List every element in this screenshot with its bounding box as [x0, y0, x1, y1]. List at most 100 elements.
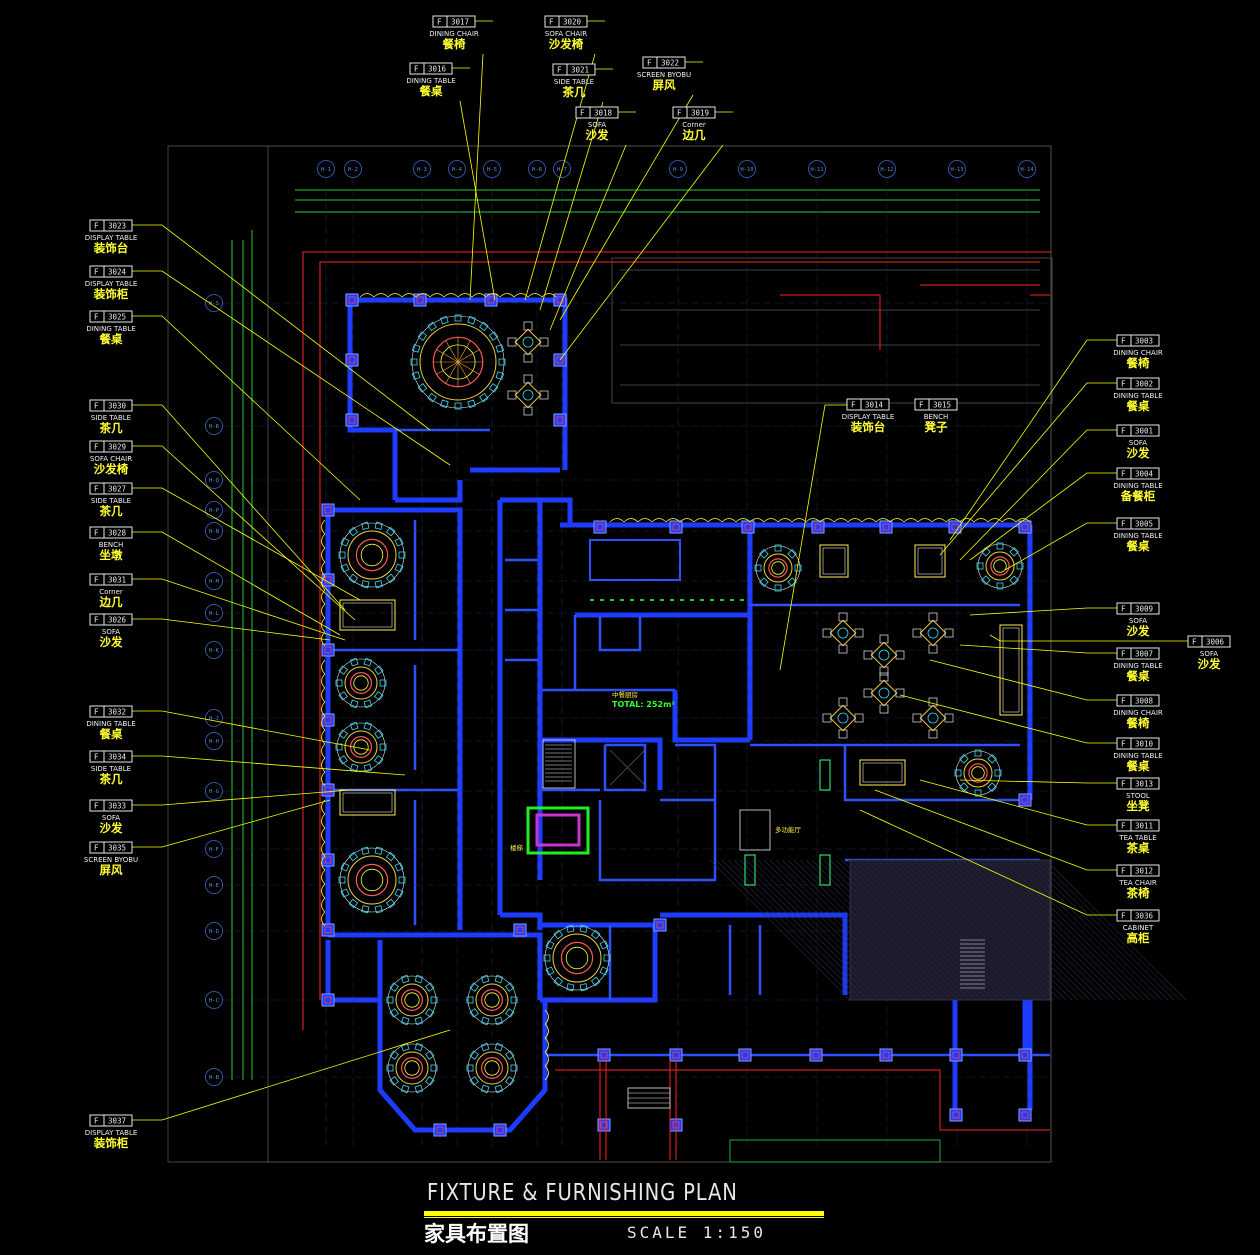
callout-en: DINING CHAIR	[1113, 349, 1163, 357]
callout-code: 3028	[108, 529, 127, 538]
round-table	[466, 1042, 518, 1094]
callout-prefix: F	[94, 616, 99, 625]
callout-code: 3022	[661, 59, 679, 68]
grid-label: H-H	[209, 739, 219, 745]
callout-en: DISPLAY TABLE	[842, 413, 895, 421]
grid-bubble	[205, 1068, 223, 1086]
column-pad	[321, 503, 335, 517]
grid-bubble	[553, 160, 571, 178]
callout-en: SOFA	[102, 628, 120, 636]
plan-title-en: FIXTURE & FURNISHING PLAN	[427, 1180, 738, 1206]
callout-prefix: F	[94, 802, 99, 811]
grid-label: H-6	[532, 167, 542, 173]
square-table-set	[912, 612, 954, 654]
callout-en: SCREEN BYOBU	[637, 71, 691, 79]
callout-code: 3005	[1135, 520, 1153, 529]
dimension-lines-top	[295, 189, 1040, 213]
callout-zh: 凳子	[925, 420, 948, 434]
sofa-outline	[819, 544, 849, 578]
callout-zh: 茶椅	[1126, 886, 1150, 900]
callout-zh: 高柜	[1127, 931, 1150, 945]
callout-en: CABINET	[1123, 924, 1154, 932]
callout-prefix: F	[1121, 822, 1126, 831]
grid-label: H-S	[209, 301, 219, 307]
callout-en: SOFA	[1129, 439, 1147, 447]
callout-code: 3012	[1135, 867, 1153, 876]
callout-en: SIDE TABLE	[554, 78, 594, 86]
column-pad	[1018, 1108, 1032, 1122]
dimension-lines-left	[231, 230, 253, 1080]
column-pad	[1018, 1048, 1032, 1062]
column-pad	[669, 1048, 683, 1062]
callout-en: DINING CHAIR	[429, 30, 479, 38]
callout-en: SOFA	[588, 121, 606, 129]
callout-en: SOFA CHAIR	[90, 455, 132, 463]
grid-bubble	[669, 160, 687, 178]
callout-zh: 沙发	[586, 128, 609, 142]
column-pad	[811, 520, 825, 534]
callout-code: 3017	[451, 18, 469, 27]
callout-code: 3013	[1135, 780, 1153, 789]
callout-code: 3004	[1135, 470, 1154, 479]
callout-prefix: F	[1121, 867, 1126, 876]
column-pad	[879, 520, 893, 534]
round-table	[466, 974, 518, 1026]
callout-en: SOFA	[1200, 650, 1218, 658]
grid-bubbles-left: H-SH-RH-QH-PH-NH-MH-LH-KH-JH-HH-GH-FH-EH…	[205, 294, 223, 1086]
grid-bubble	[948, 160, 966, 178]
callout-en: Corner	[99, 588, 123, 596]
callout-code: 3031	[108, 576, 126, 585]
callout-zh: 沙发	[100, 635, 123, 649]
square-table-set	[863, 672, 905, 714]
grid-bubble	[205, 522, 223, 540]
square-table-set	[822, 612, 864, 654]
callout-code: 3010	[1135, 740, 1154, 749]
structural-columns	[321, 293, 1032, 1137]
grid-label: H-R	[209, 424, 220, 430]
callout-zh: 屏风	[100, 863, 123, 877]
callout-en: SIDE TABLE	[91, 414, 131, 422]
grid-bubble	[205, 922, 223, 940]
callout-code: 3018	[594, 109, 613, 118]
callout-prefix: F	[677, 109, 682, 118]
column-pad	[493, 1123, 507, 1137]
callout-code: 3027	[108, 485, 126, 494]
column-pad	[321, 853, 335, 867]
callout-zh: 餐椅	[442, 37, 466, 51]
sofa-outline	[999, 624, 1023, 716]
round-table	[338, 846, 406, 914]
callout-prefix: F	[1121, 912, 1126, 921]
grid-label: H-3	[417, 167, 427, 173]
round-table	[976, 542, 1024, 590]
callout-prefix: F	[94, 443, 99, 452]
grid-label: H-K	[209, 648, 220, 654]
round-table	[954, 749, 1002, 797]
callout-code: 3024	[108, 268, 127, 277]
room-labels: 中餐厨房 TOTAL: 252m² 多功能厅 楼梯	[510, 690, 802, 852]
callout-prefix: F	[94, 753, 99, 762]
grid-bubble	[413, 160, 431, 178]
callout-en: DINING TABLE	[1113, 482, 1162, 490]
round-table	[335, 657, 387, 709]
square-table-set	[863, 634, 905, 676]
callout-prefix: F	[1121, 337, 1126, 346]
callout-prefix: F	[94, 222, 99, 231]
grid-label: H-1	[321, 167, 331, 173]
callout-zh: 茶几	[99, 772, 123, 786]
grid-label: H-14	[1020, 167, 1034, 173]
kitchen-label: 中餐厨房	[612, 690, 638, 699]
callout-code: 3034	[108, 753, 127, 762]
